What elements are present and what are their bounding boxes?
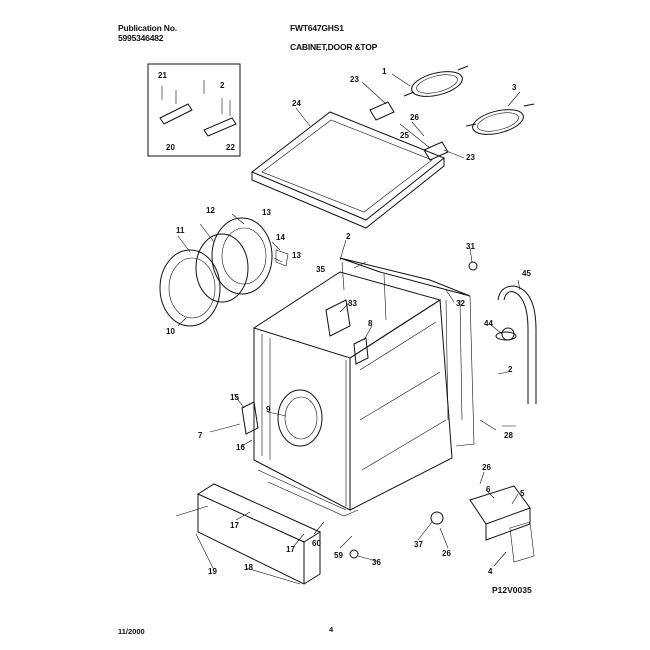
rear-frame <box>339 257 475 447</box>
callout-2: 2 <box>220 81 225 90</box>
inlet-hose-cold <box>465 103 535 135</box>
callout-16: 16 <box>236 443 245 452</box>
publication-label: Publication No. <box>118 23 177 33</box>
callout-9: 9 <box>266 405 271 414</box>
callout-10: 10 <box>166 327 175 336</box>
callout-35: 35 <box>316 265 325 274</box>
top-hinge-brackets <box>369 101 449 161</box>
main-cabinet <box>252 271 453 517</box>
callout-45: 45 <box>522 269 531 278</box>
page-number: 4 <box>329 625 334 634</box>
drawing-code: P12V0035 <box>492 585 532 595</box>
callout-12: 12 <box>206 206 215 215</box>
inlet-hose-hot <box>403 65 469 97</box>
callout-59: 59 <box>334 551 343 560</box>
control-box <box>469 485 535 563</box>
callout-18: 18 <box>244 563 253 572</box>
callout-13: 13 <box>292 251 301 260</box>
section-title: CABINET,DOOR &TOP <box>290 42 378 52</box>
callout-25: 25 <box>400 131 409 140</box>
callout-22: 22 <box>226 143 235 152</box>
callout-24: 24 <box>292 99 301 108</box>
callout-13: 13 <box>262 208 271 217</box>
callout-5: 5 <box>520 489 525 498</box>
kickplate <box>196 483 322 585</box>
callout-36: 36 <box>372 558 381 567</box>
callout-3: 3 <box>512 83 517 92</box>
callout-32: 32 <box>456 299 465 308</box>
callout-44: 44 <box>484 319 493 328</box>
callout-26: 26 <box>410 113 419 122</box>
drain-hose <box>495 285 537 404</box>
inset-brackets-box <box>147 63 241 157</box>
callout-20: 20 <box>166 143 175 152</box>
callout-4: 4 <box>488 567 493 576</box>
top-panel <box>251 111 445 229</box>
callout-26: 26 <box>482 463 491 472</box>
model-number: FWT647GHS1 <box>290 23 344 33</box>
callout-37: 37 <box>414 540 423 549</box>
callout-15: 15 <box>230 393 239 402</box>
footer-date: 11/2000 <box>118 627 145 636</box>
callout-26: 26 <box>442 549 451 558</box>
callout-33: 33 <box>348 299 357 308</box>
callout-2: 2 <box>346 232 351 241</box>
small-parts <box>241 261 515 559</box>
callout-17: 17 <box>286 545 295 554</box>
callout-23: 23 <box>350 75 359 84</box>
door-assembly <box>159 217 289 327</box>
publication-number: 5995346482 <box>118 33 164 43</box>
callout-7: 7 <box>198 431 203 440</box>
leader-lines <box>175 73 521 585</box>
callout-labels: 1 3 23 23 24 26 25 21 2 20 22 12 13 11 1… <box>158 67 531 576</box>
callout-2: 2 <box>508 365 513 374</box>
callout-1: 1 <box>382 67 387 76</box>
callout-6: 6 <box>486 485 491 494</box>
callout-31: 31 <box>466 242 475 251</box>
callout-11: 11 <box>176 226 185 235</box>
callout-28: 28 <box>504 431 513 440</box>
callout-8: 8 <box>368 319 373 328</box>
callout-14: 14 <box>276 233 285 242</box>
callout-19: 19 <box>208 567 217 576</box>
callout-21: 21 <box>158 71 167 80</box>
callout-60: 60 <box>312 539 321 548</box>
callout-23: 23 <box>466 153 475 162</box>
callout-17: 17 <box>230 521 239 530</box>
